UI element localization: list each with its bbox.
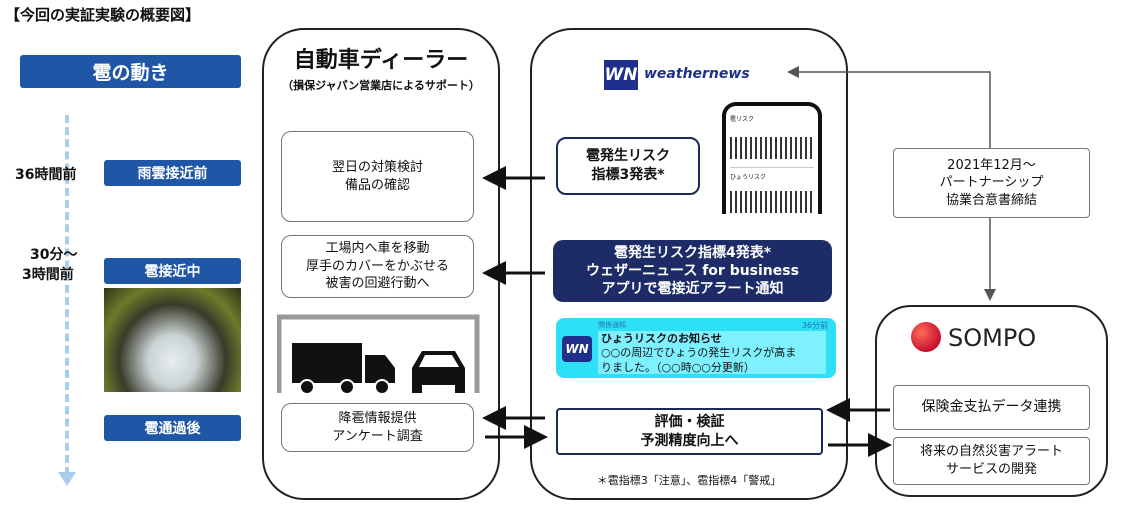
time-label-36h: 36時間前 (15, 167, 77, 183)
notification-body: りました。（○○時○○分更新） (601, 360, 755, 374)
notification-label: 関係通知 (598, 321, 626, 329)
wn-box-alert: 雹発生リスク指標4発表*ウェザーニュース for business アプリで雹接近… (553, 240, 832, 302)
dealer-title: 自動車ディーラー (293, 48, 469, 73)
text-line: 雹発生リスク指標4発表* (613, 244, 772, 261)
text-line: サービスの開発 (945, 462, 1037, 477)
dealer-subtitle: （損保ジャパン営業店によるサポート） (282, 79, 480, 92)
notification-time: 36分前 (801, 321, 828, 330)
text-line: 降雹情報提供 (338, 410, 417, 426)
text-line: 工場内へ車を移動 (325, 241, 430, 257)
text-line: 備品の確認 (344, 177, 410, 193)
diagram-title: 【今回の実証実験の概要図】 (5, 6, 201, 24)
wn-box-index3: 雹発生リスク指標3発表* (556, 137, 700, 195)
stage-before-rain: 雨雲接近前 (104, 160, 241, 186)
time-label-30m: 30分～ (30, 247, 78, 263)
text-line: 評価・検証 (654, 413, 725, 430)
stage-after: 雹通過後 (104, 415, 241, 441)
text-line: 協業合意書締結 (945, 192, 1037, 208)
footnote: ＊雹指標3「注意」、雹指標4「警戒」 (596, 474, 782, 487)
dealer-box-prep: 翌日の対策検討備品の確認 (281, 131, 474, 222)
sompo-logo-mark (911, 322, 941, 352)
wn-box-evaluation: 評価・検証予測精度向上へ (556, 408, 823, 455)
timeline-arrow-icon (58, 472, 76, 486)
timeline-line (65, 115, 69, 475)
partnership-connector (787, 66, 991, 148)
time-label-3h: 3時間前 (22, 267, 74, 283)
partnership-box: 2021年12月～ パートナーシップ協業合意書締結 (893, 148, 1090, 218)
text-line: 雹発生リスク (586, 148, 670, 165)
notification-card: WN 関係通知 36分前 ひょうリスクのお知らせ ○○の周辺でひょうの発生リスク… (556, 318, 836, 378)
sompo-box-data: 保険金支払データ連携 (893, 385, 1090, 430)
text-line: パートナーシップ (939, 175, 1044, 191)
sompo-logo-text: SOMPO (948, 324, 1037, 352)
text-line: ウェザーニュース for business (586, 262, 799, 279)
timeline-header: 雹の動き (20, 55, 241, 88)
phone-screenshot: 雹リスク ひょうリスク (722, 102, 822, 214)
dealer-box-survey: 降雹情報提供アンケート調査 (281, 403, 474, 452)
sompo-box-dev: 将来の自然災害アラートサービスの開発 (893, 437, 1090, 485)
garage-truck-car-icon (277, 314, 480, 395)
text-line: 翌日の対策検討 (331, 159, 423, 175)
text-line: 2021年12月～ (947, 157, 1036, 173)
text-line: 指標3発表* (591, 167, 665, 183)
dealer-box-action: 工場内へ車を移動厚手のカバーをかぶせる被害の回避行動へ (281, 235, 474, 298)
hail-photo (104, 288, 241, 392)
weathernews-logo-text: weathernews (644, 66, 750, 82)
text-line: アプリで雹接近アラート通知 (601, 281, 784, 298)
text-line: 予測精度向上へ (640, 432, 739, 449)
text-line: 将来の自然災害アラート (919, 444, 1063, 460)
text-line: アンケート調査 (332, 428, 423, 444)
phone-heading: 雹リスク (730, 116, 755, 123)
phone-heading: ひょうリスク (730, 167, 814, 181)
text-line: 被害の回避行動へ (325, 276, 430, 292)
stage-approaching: 雹接近中 (104, 258, 241, 284)
text-line: 保険金支払データ連携 (921, 399, 1062, 416)
notification-title: ひょうリスクのお知らせ (601, 332, 722, 345)
text-line: 厚手のカバーをかぶせる (305, 258, 449, 274)
weathernews-logo-mark: WN (604, 60, 638, 90)
notification-body: ○○の周辺でひょうの発生リスクが高ま (601, 346, 797, 360)
weathernews-app-icon: WN (562, 336, 592, 362)
